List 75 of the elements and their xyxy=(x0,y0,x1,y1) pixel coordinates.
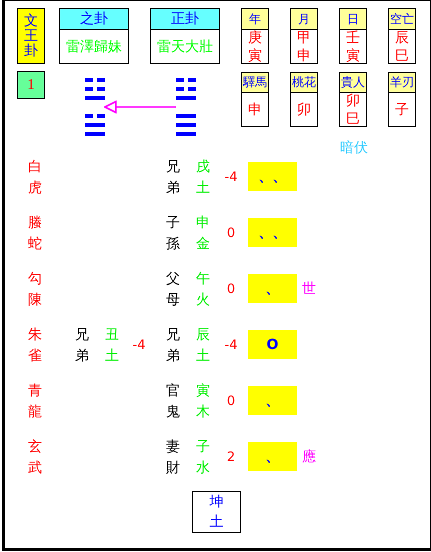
card-value: 卯 xyxy=(297,100,311,118)
card-header: 空亡 xyxy=(389,9,415,30)
relation-label: 子孫 xyxy=(166,214,180,254)
card-header: 羊刃 xyxy=(389,73,415,93)
branch-label: 寅木 xyxy=(196,382,210,422)
score-value: 2 xyxy=(226,450,236,466)
card-value: 庚寅 xyxy=(248,28,262,64)
spirit-label: 螣蛇 xyxy=(28,214,42,254)
card-header: 之卦 xyxy=(60,9,128,30)
method-box xyxy=(17,8,45,64)
box-label: 文王卦 xyxy=(24,14,38,58)
spirit-label: 白虎 xyxy=(28,158,42,198)
card-value: 辰巳 xyxy=(395,28,409,64)
branch-label: 丑土 xyxy=(105,326,119,366)
spirit-label: 玄武 xyxy=(28,438,42,478)
pillar-card xyxy=(290,8,318,64)
relation-label: 兄弟 xyxy=(166,158,180,198)
line-mark: 、 xyxy=(266,280,280,298)
hexagram-name: 雷澤歸妹 xyxy=(66,38,122,56)
card-header: 桃花 xyxy=(291,73,317,93)
spirit-label: 青龍 xyxy=(28,382,42,422)
star-card xyxy=(241,72,269,127)
score-value: 0 xyxy=(226,282,236,298)
card-value: 甲申 xyxy=(297,28,311,64)
line-mark: 、 xyxy=(266,392,280,410)
spirit-label: 勾陳 xyxy=(28,270,42,310)
box-label: 坤土 xyxy=(210,493,224,532)
score-value: 0 xyxy=(226,226,236,242)
score-value: -4 xyxy=(132,338,146,354)
branch-label: 申金 xyxy=(196,214,210,254)
line-mark: 、、 xyxy=(258,224,286,242)
line-mark: O xyxy=(266,336,278,352)
branch-label: 子水 xyxy=(196,438,210,478)
branch-label: 辰土 xyxy=(196,326,210,366)
position-mark: 應 xyxy=(302,448,316,466)
pillar-card xyxy=(339,8,367,64)
column-heading: 暗伏 xyxy=(340,139,368,157)
pillar-card xyxy=(388,8,416,64)
box-label: 1 xyxy=(27,76,35,94)
number-box xyxy=(17,71,45,99)
card-header: 年 xyxy=(242,9,268,30)
star-card xyxy=(290,72,318,127)
hexagram-drawing xyxy=(85,78,105,136)
pillar-card xyxy=(241,8,269,64)
line-mark: 、 xyxy=(266,448,280,466)
palace-box xyxy=(192,491,241,533)
hexagram-card xyxy=(59,8,129,64)
position-mark: 世 xyxy=(302,280,316,298)
branch-label: 戌土 xyxy=(196,158,210,198)
spirit-label: 朱雀 xyxy=(28,326,42,366)
card-header: 月 xyxy=(291,9,317,30)
card-value: 子 xyxy=(395,100,409,118)
arrow xyxy=(104,100,176,114)
star-card xyxy=(388,72,416,127)
hexagram-drawing xyxy=(176,78,196,136)
hexagram-card xyxy=(150,8,220,64)
relation-label: 兄弟 xyxy=(166,326,180,366)
relation-label: 父母 xyxy=(166,270,180,310)
card-value: 壬寅 xyxy=(346,28,360,64)
score-value: -4 xyxy=(224,338,238,354)
line-mark: 、、 xyxy=(258,168,286,186)
star-card xyxy=(339,72,367,127)
card-header: 驛馬 xyxy=(242,73,268,93)
relation-label: 兄弟 xyxy=(75,326,89,366)
card-header: 正卦 xyxy=(151,9,219,30)
relation-label: 妻財 xyxy=(166,438,180,478)
branch-label: 午火 xyxy=(196,270,210,310)
card-value: 卯巳 xyxy=(346,92,360,128)
hexagram-name: 雷天大壯 xyxy=(157,38,213,56)
card-header: 貴人 xyxy=(340,73,366,93)
relation-label: 官鬼 xyxy=(166,382,180,422)
card-header: 日 xyxy=(340,9,366,30)
card-value: 申 xyxy=(248,100,262,118)
score-value: -4 xyxy=(224,170,238,186)
score-value: 0 xyxy=(226,394,236,410)
